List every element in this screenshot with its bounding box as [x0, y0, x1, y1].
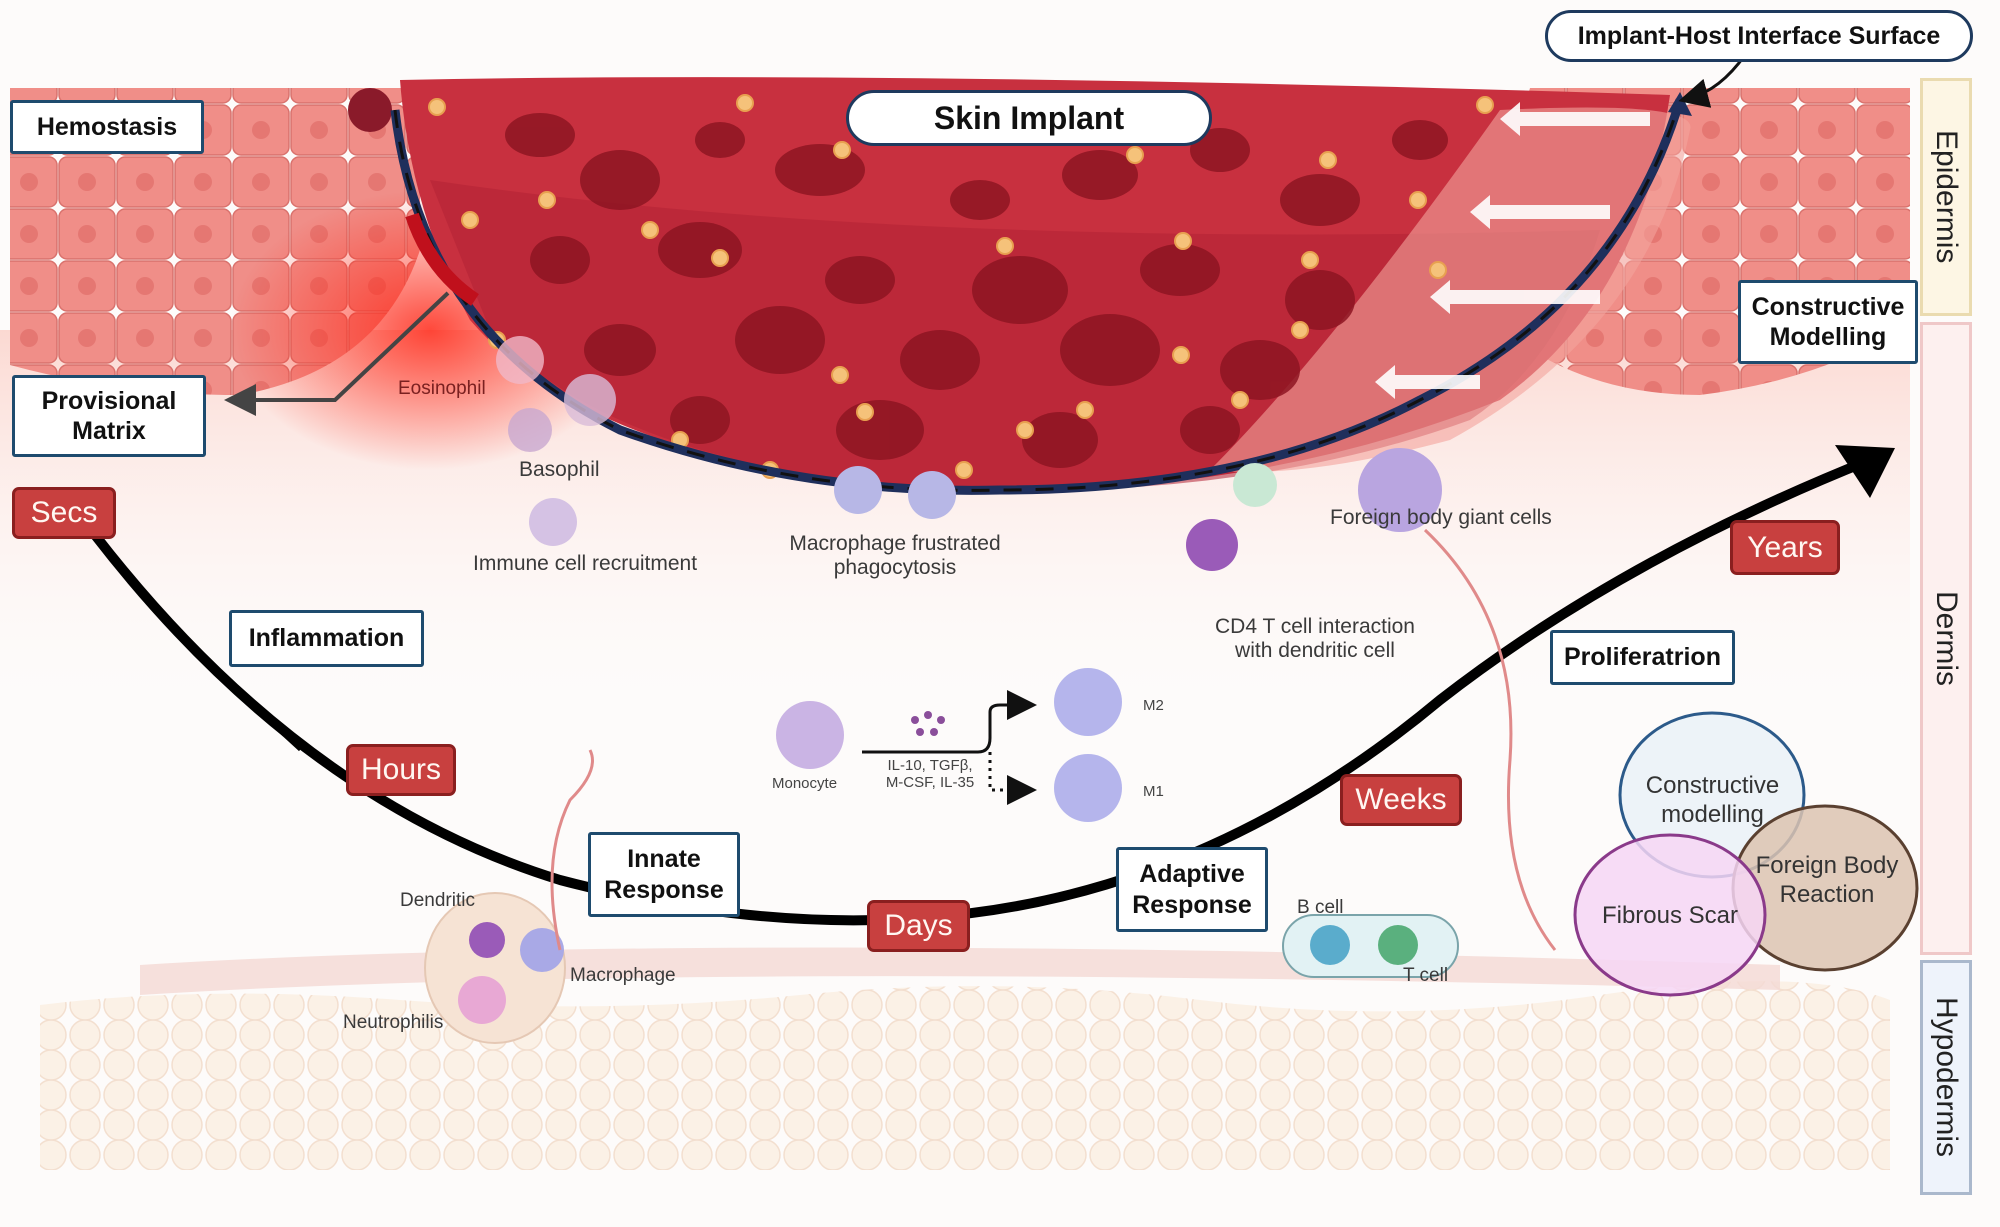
basophil-cell	[564, 374, 616, 426]
label-line: Fibrous Scar	[1601, 902, 1739, 929]
foreign-body-giant-cell	[1358, 448, 1442, 532]
outcome-constructive-modelling: Constructive modelling	[1620, 772, 1805, 830]
stage-proliferation: Proliferatrion	[1550, 630, 1735, 685]
stage-label: Inflammation	[248, 624, 405, 653]
stage-label: Proliferatrion	[1564, 643, 1721, 672]
eosinophil-cell	[496, 336, 544, 384]
basophil-cell-2	[508, 408, 552, 452]
basophil-label: Basophil	[519, 458, 600, 481]
stage-label: Innate Response	[604, 845, 724, 904]
venn-fibrous-scar	[1573, 833, 1767, 997]
cd4-t-cell	[1233, 463, 1277, 507]
label-line: Macrophage frustrated	[789, 532, 1001, 555]
monocyte-cell	[776, 701, 844, 769]
stage-provisional-matrix: Provisional Matrix	[12, 375, 206, 457]
time-badge-hours: Hours	[346, 744, 456, 796]
m1-arrow	[988, 752, 1037, 805]
macrophage-cell-small	[520, 928, 564, 972]
layer-epidermis: Epidermis	[1920, 78, 1972, 316]
stage-constructive-modelling: Constructive Modelling	[1738, 280, 1918, 364]
stage-innate-response: Innate Response	[588, 832, 740, 917]
t-cell	[1378, 925, 1418, 965]
badge-label: Hours	[360, 753, 442, 786]
outcome-foreign-body-reaction: Foreign Body Reaction	[1742, 852, 1912, 910]
label-line: M-CSF, IL-35	[885, 774, 975, 791]
immune-recruitment-label: Immune cell recruitment	[473, 552, 698, 575]
interface-surface-callout: Implant-Host Interface Surface	[1545, 10, 1973, 62]
cd4-interaction-label: CD4 T cell interaction with dendritic ce…	[1190, 615, 1440, 663]
badge-label: Years	[1747, 530, 1823, 564]
implant-host-overlap	[1210, 107, 1691, 472]
m2-arrow	[862, 690, 1037, 754]
dendritic-cell-small	[469, 922, 505, 958]
b-cell	[1310, 925, 1350, 965]
monocyte-label: Monocyte	[772, 775, 838, 792]
badge-label: Days	[884, 909, 953, 942]
t-cell-label: T cell	[1403, 965, 1449, 986]
time-badge-days: Days	[867, 900, 970, 952]
label-line: Reaction	[1779, 880, 1875, 908]
frustrated-macrophage-2	[908, 471, 956, 519]
layer-label-text: Hypodermis	[1930, 997, 1963, 1158]
outcome-fibrous-scar: Fibrous Scar	[1580, 902, 1760, 931]
macrophage-label: Macrophage	[570, 965, 676, 986]
label-line: with dendritic cell	[1235, 639, 1395, 662]
neutrophils-label: Neutrophilis	[343, 1012, 444, 1033]
skin-implant-callout: Skin Implant	[846, 90, 1212, 146]
macrophage-frustrated-label: Macrophage frustrated phagocytosis	[760, 532, 1030, 580]
skin-implant-label: Skin Implant	[933, 99, 1125, 136]
layer-label-text: Dermis	[1930, 591, 1963, 686]
stage-inflammation: Inflammation	[229, 610, 424, 667]
dendritic-cell	[1186, 519, 1238, 571]
layer-hypodermis: Hypodermis	[1920, 960, 1972, 1195]
foreign-body-giant-cells-label: Foreign body giant cells	[1330, 506, 1552, 529]
layer-dermis: Dermis	[1920, 322, 1972, 955]
capillary-left	[550, 749, 594, 951]
layer-label-text: Epidermis	[1930, 130, 1963, 264]
time-badge-secs: Secs	[12, 487, 116, 539]
m2-label: M2	[1143, 697, 1164, 714]
neutrophil-cell	[458, 976, 506, 1024]
time-badge-years: Years	[1730, 520, 1840, 575]
immune-cells	[424, 336, 1459, 1044]
stage-label: Adaptive Response	[1132, 860, 1252, 919]
capillary-right	[1423, 528, 1557, 951]
label-line: Foreign Body	[1755, 852, 1899, 879]
timeline-curve-start	[93, 534, 302, 752]
b-cell-label: B cell	[1297, 897, 1344, 918]
label-line: IL-10, TGFβ,	[887, 757, 973, 774]
label-line: phagocytosis	[833, 556, 957, 579]
dendritic-label: Dendritic	[400, 890, 475, 911]
provisional-matrix-arrow	[224, 291, 450, 416]
stage-label: Hemostasis	[36, 112, 178, 141]
immune-cell	[529, 498, 577, 546]
badge-label: Weeks	[1355, 783, 1447, 816]
eosinophil-label: Eosinophil	[398, 378, 486, 399]
interface-surface-label: Implant-Host Interface Surface	[1577, 21, 1941, 50]
hypodermis-fat	[40, 981, 1890, 1170]
stage-hemostasis: Hemostasis	[10, 100, 204, 154]
badge-label: Secs	[30, 496, 98, 529]
label-line: modelling	[1661, 800, 1764, 828]
migration-arrows	[1375, 102, 1650, 399]
frustrated-macrophage-1	[834, 466, 882, 514]
m1-macrophage-cell	[1054, 754, 1122, 822]
stage-adaptive-response: Adaptive Response	[1116, 847, 1268, 932]
stage-label: Constructive Modelling	[1751, 292, 1905, 352]
label-line: Constructive	[1645, 772, 1780, 799]
m1-label: M1	[1143, 783, 1164, 800]
timeline-arrowhead	[1835, 445, 1895, 498]
implant-particles	[428, 94, 1494, 479]
provisional-matrix-arc	[405, 212, 479, 306]
cytokine-dots	[911, 711, 945, 736]
blood-clot	[348, 88, 392, 132]
time-badge-weeks: Weeks	[1340, 774, 1462, 826]
cytokines-label: IL-10, TGFβ, M-CSF, IL-35	[875, 757, 985, 791]
stage-label: Provisional Matrix	[41, 386, 177, 446]
label-line: CD4 T cell interaction	[1215, 615, 1415, 638]
m2-macrophage-cell	[1054, 668, 1122, 736]
